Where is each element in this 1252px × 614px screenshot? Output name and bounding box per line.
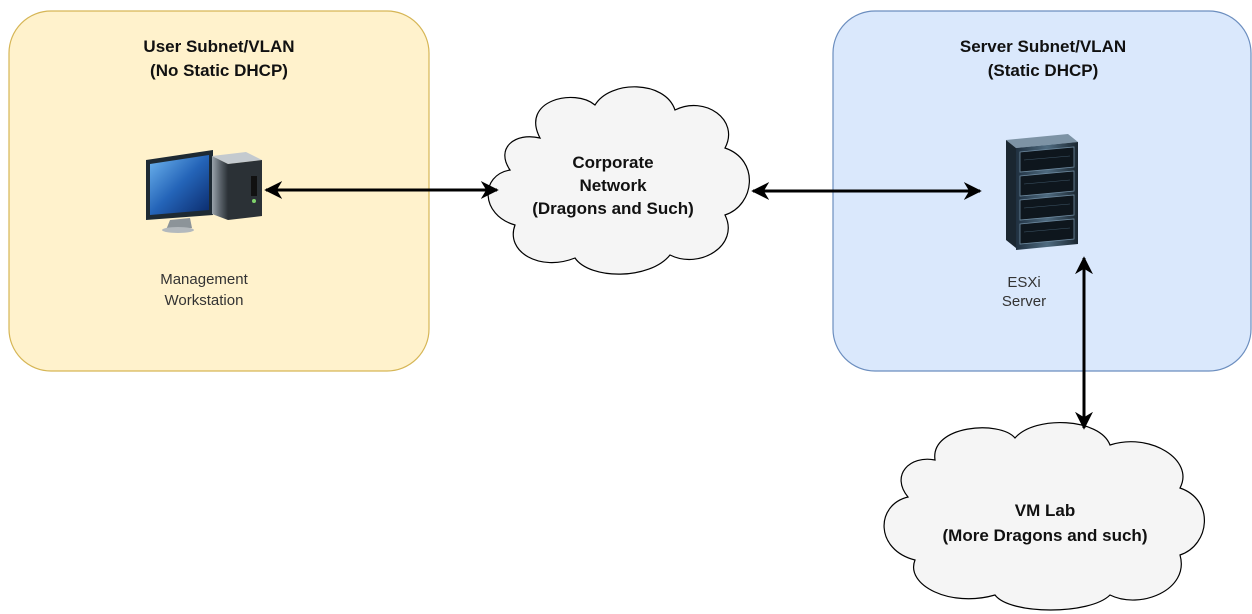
user-subnet-subtitle: (No Static DHCP) [150,61,288,80]
desktop-computer-icon[interactable] [146,150,262,233]
server-subnet-subtitle: (Static DHCP) [988,61,1099,80]
vm-lab-cloud-label-line1: VM Lab [1015,501,1075,520]
corporate-network-cloud[interactable]: Corporate Network (Dragons and Such) [487,86,750,275]
workstation-label-line1: Management [160,271,248,288]
workstation-label-line2: Workstation [165,292,244,309]
corporate-cloud-label-line2: Network [579,176,647,195]
server-subnet-title: Server Subnet/VLAN [960,37,1126,56]
vm-lab-cloud-label-line2: (More Dragons and such) [943,526,1148,545]
vm-lab-cloud[interactable]: VM Lab (More Dragons and such) [883,422,1205,611]
esxi-label-line1: ESXi [1007,274,1040,291]
vm-lab-cloud-shape [883,422,1205,611]
corporate-cloud-shape [487,86,750,275]
esxi-label-line2: Server [1002,293,1046,310]
corporate-cloud-label-line3: (Dragons and Such) [532,199,694,218]
corporate-cloud-label-line1: Corporate [572,153,653,172]
server-rack-icon[interactable] [1006,134,1078,250]
user-subnet-title: User Subnet/VLAN [143,37,294,56]
